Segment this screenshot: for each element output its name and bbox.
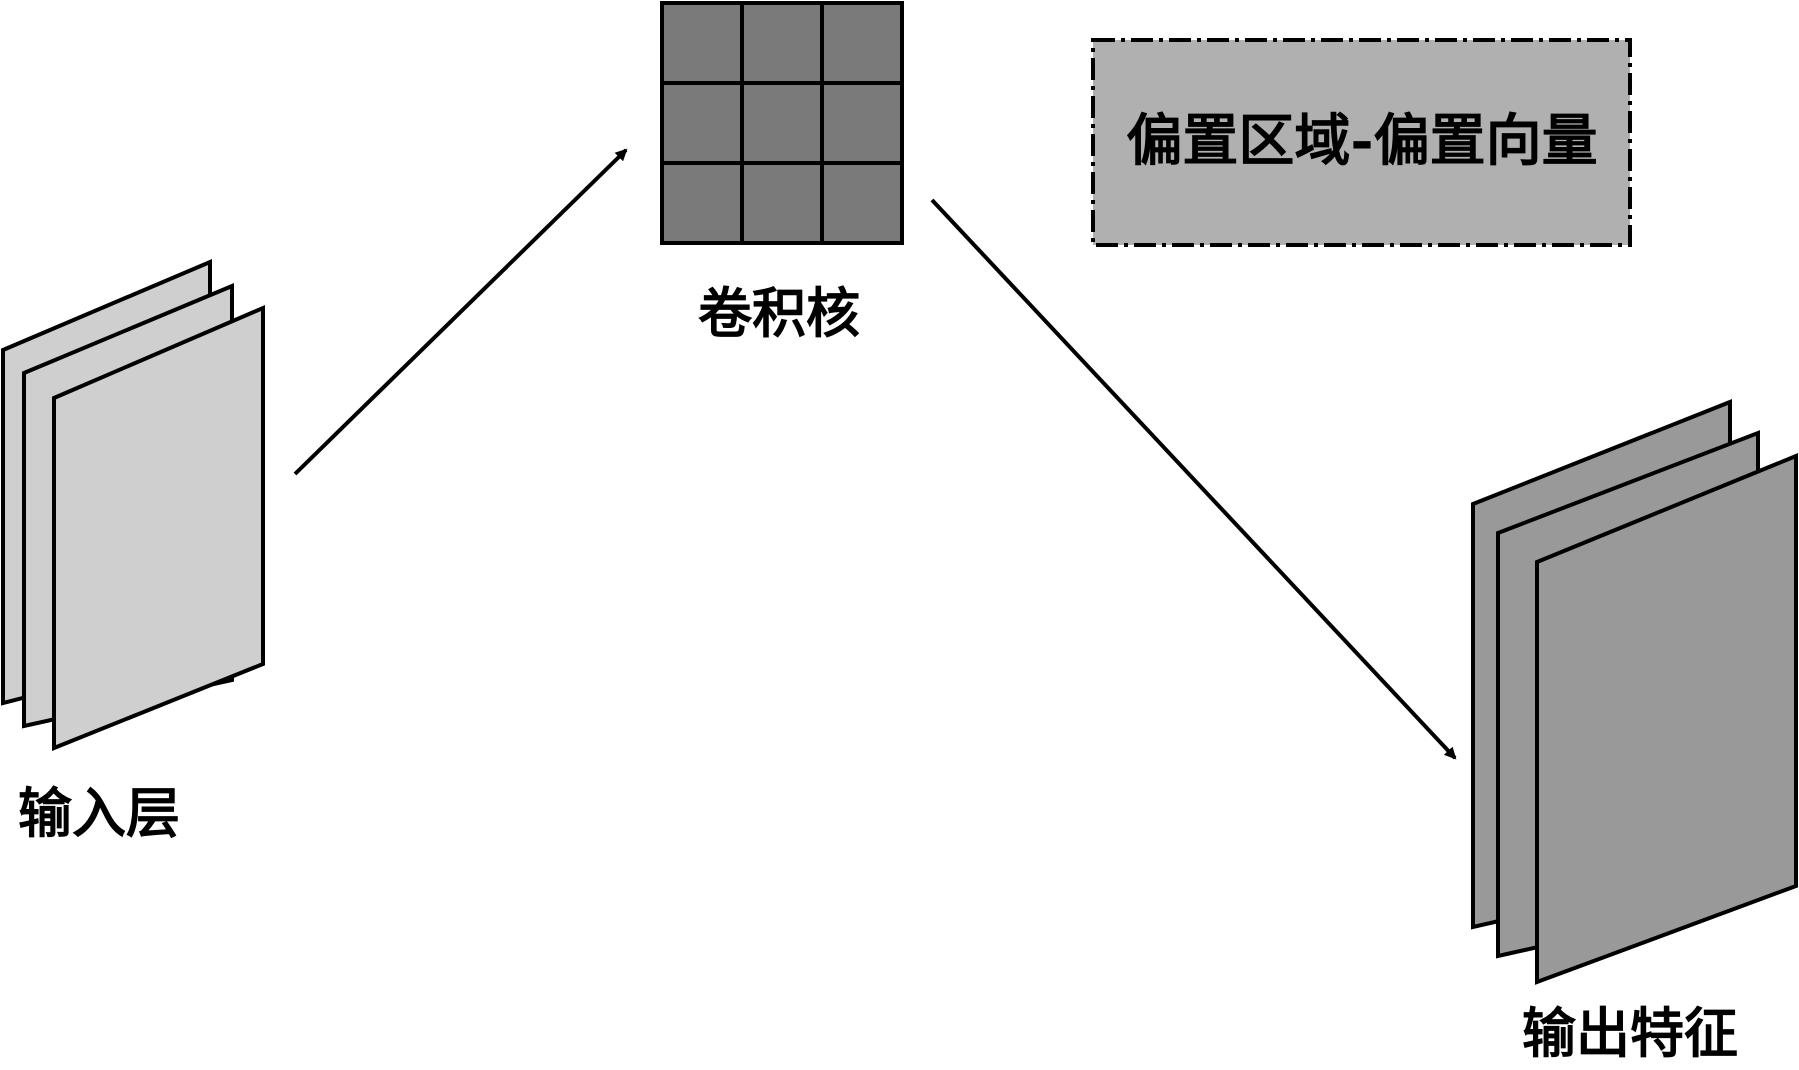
input-layer-label: 输入层 (18, 781, 180, 845)
output-features-stack (1471, 399, 1798, 985)
input-layer-stack (0, 258, 265, 751)
kernel-cell-r3-c2 (740, 161, 824, 245)
kernel-cell-r3-c3 (820, 161, 904, 245)
input-sheet-front (52, 304, 265, 751)
kernel-cell-r3-c1 (660, 161, 744, 245)
arrow-input-to-kernel (293, 148, 628, 476)
kernel-cell-r1-c2 (740, 1, 824, 85)
kernel-cell-r2-c1 (660, 81, 744, 165)
bias-box (1091, 38, 1632, 247)
output-sheet-front (1535, 453, 1798, 985)
kernel-grid (660, 1, 904, 245)
arrow-kernel-to-output (930, 198, 1457, 760)
kernel-cell-r2-c3 (820, 81, 904, 165)
bias-label: 偏置区域-偏置向量 (1126, 108, 1597, 174)
kernel-cell-r1-c1 (660, 1, 744, 85)
kernel-label: 卷积核 (698, 281, 860, 345)
kernel-cell-r1-c3 (820, 1, 904, 85)
kernel-cell-r2-c2 (740, 81, 824, 165)
output-features-label: 输出特征 (1522, 1001, 1738, 1065)
